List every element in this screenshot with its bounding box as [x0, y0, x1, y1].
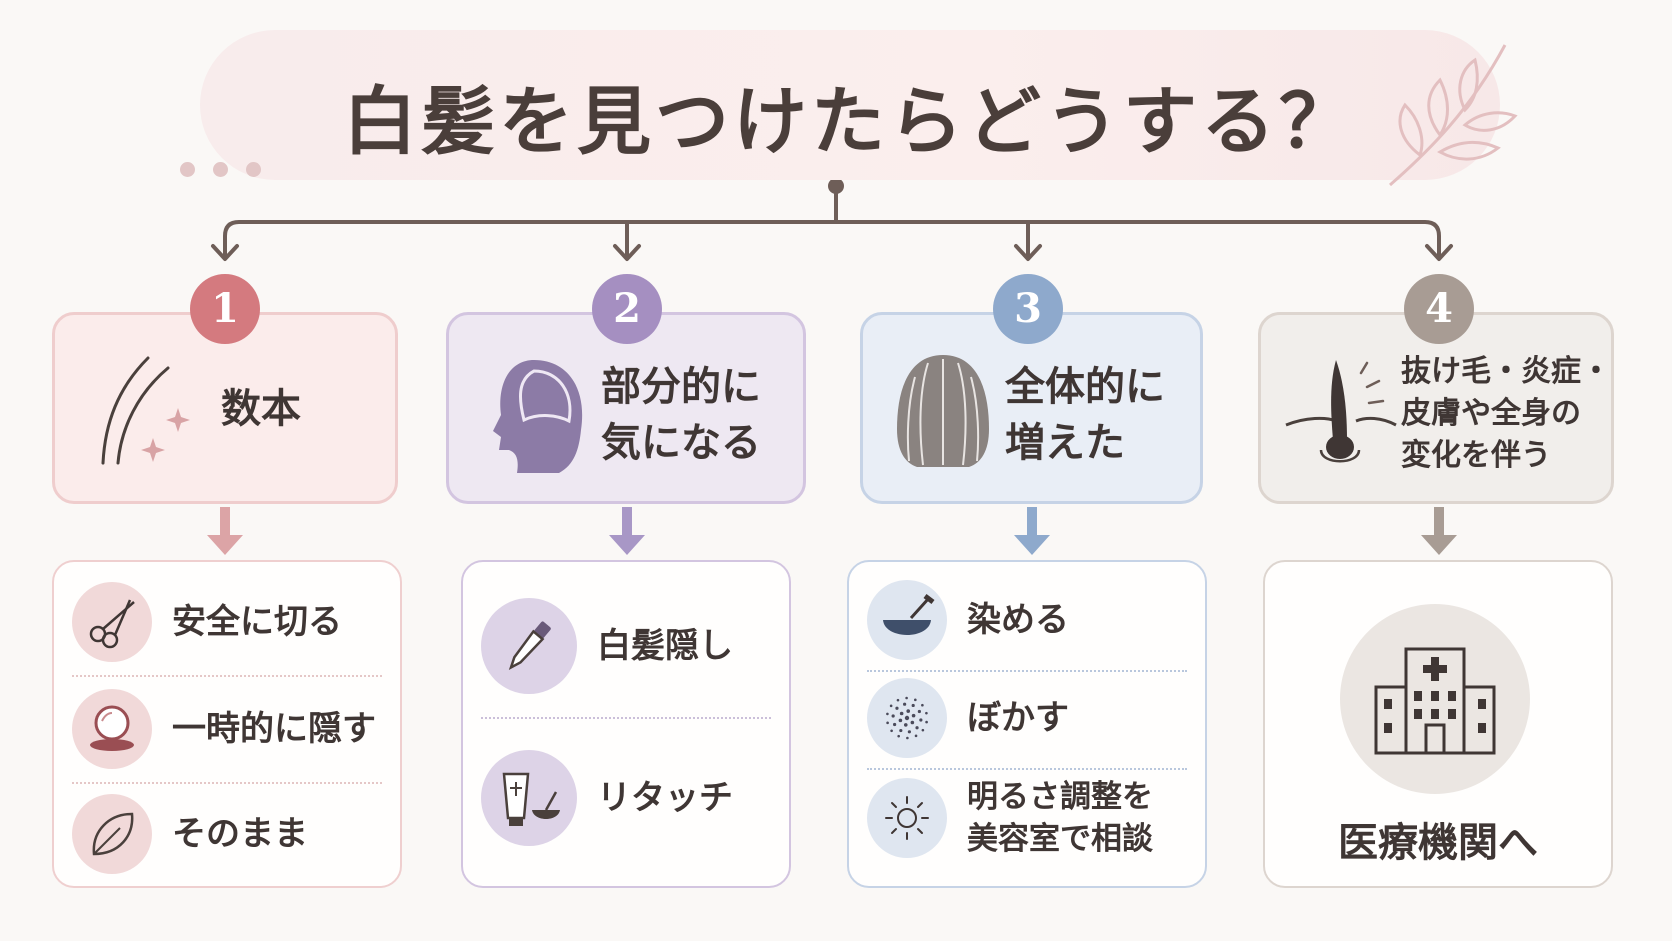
branch-1-options-card: 安全に切る 一時的に隠す そのまま: [52, 560, 402, 888]
leaf-icon: [72, 794, 152, 874]
option-3-3-text-line-1: 明るさ調整を: [967, 779, 1153, 815]
option-2-1-text: 白髪隠し: [597, 626, 733, 666]
branch-2-number-badge: 2: [592, 274, 662, 344]
branch-4-down-arrow: [1421, 507, 1457, 555]
branch-4-label-line-2: 皮膚や全身の: [1401, 396, 1581, 431]
branch-1-down-arrow: [207, 507, 243, 555]
branch-3-down-arrow: [1014, 507, 1050, 555]
decorative-dots: [180, 162, 261, 177]
option-4-1-text: 医療機関へ: [1338, 820, 1538, 866]
head-profile-icon: [493, 360, 583, 473]
page-title: 白髪を見つけたらどうする？: [343, 79, 1357, 165]
branch-3-category-card: 全体的に 増えた: [860, 312, 1203, 504]
option-3-2-text: ぼかす: [967, 698, 1069, 738]
branch-1-label: 数本: [221, 386, 301, 432]
branch-3-number-badge: 3: [993, 274, 1063, 344]
branch-1-number-badge: 1: [190, 274, 260, 344]
sun-icon: [867, 778, 947, 858]
branch-3-label-line-2: 増えた: [1005, 420, 1125, 466]
branch-2-label-line-2: 気になる: [601, 420, 761, 466]
hair-follicle-icon: [1285, 360, 1397, 463]
branch-2-down-arrow: [609, 507, 645, 555]
branch-1-category-card: 数本: [52, 312, 398, 504]
option-1-1-text: 安全に切る: [172, 602, 342, 642]
option-2-2-text: リタッチ: [597, 778, 733, 818]
branch-4-category-card: 抜け毛・炎症・ 皮膚や全身の 変化を伴う: [1258, 312, 1614, 504]
branch-4-label-line-1: 抜け毛・炎症・: [1401, 354, 1611, 389]
mixing-bowl-brush-icon: [867, 580, 947, 660]
option-1-2-text: 一時的に隠す: [172, 709, 376, 749]
branch-4-number-badge: 4: [1404, 274, 1474, 344]
branch-2-label-line-1: 部分的に: [601, 364, 761, 410]
hair-bob-icon: [897, 355, 989, 467]
hair-strands-icon: [101, 356, 190, 465]
scissors-icon: [72, 582, 152, 662]
branch-3-label-line-1: 全体的に: [1005, 364, 1165, 410]
leaf-sprig-icon: [1389, 44, 1518, 187]
branch-4-options-card: 医療機関へ: [1263, 560, 1613, 888]
dye-tube-bowl-icon: [481, 750, 577, 846]
branch-2-options-card: 白髪隠し リタッチ: [461, 560, 791, 888]
concealer-pen-icon: [481, 598, 577, 694]
option-1-3-text: そのまま: [172, 814, 308, 854]
branch-4-label-line-3: 変化を伴う: [1401, 438, 1551, 473]
branch-3-options-card: 染める ぼかす 明るさ調整を 美容室で相談: [847, 560, 1207, 888]
option-3-3-text-line-2: 美容室で相談: [967, 821, 1153, 857]
branch-2-category-card: 部分的に 気になる: [446, 312, 806, 504]
title-banner: 白髪を見つけたらどうする？: [200, 30, 1500, 180]
blur-dots-icon: [867, 678, 947, 758]
option-3-1-text: 染める: [967, 600, 1069, 640]
hospital-icon: [1340, 604, 1530, 794]
compact-mirror-icon: [72, 689, 152, 769]
